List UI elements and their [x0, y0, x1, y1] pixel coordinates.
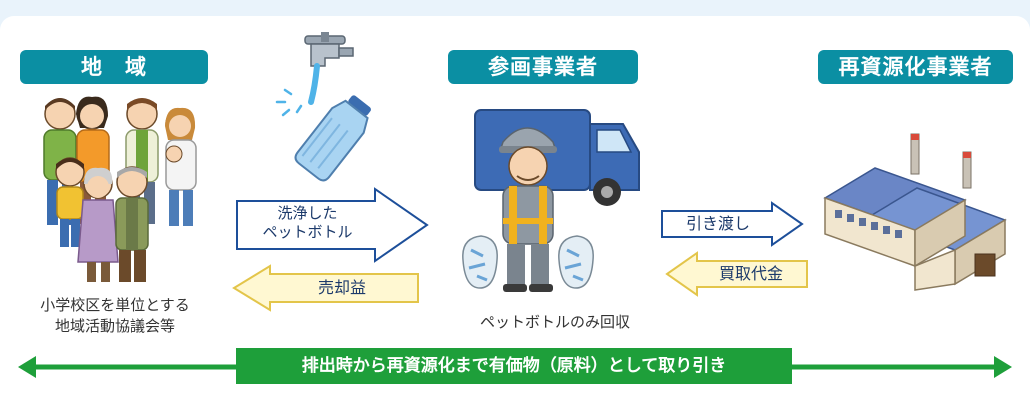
elderly-figure	[77, 167, 119, 282]
faucet-icon	[304, 32, 354, 67]
washed-bottles-text: 洗浄した ペットボトル	[240, 204, 375, 242]
adult-figure	[165, 107, 197, 226]
participant-caption: ペットボトルのみ回収	[479, 313, 630, 331]
truck-worker-illustration	[462, 109, 640, 292]
purchase-price-arrow	[665, 251, 808, 297]
sale-proceeds-arrow	[232, 264, 419, 312]
region-caption-line-2: 地域活動協議会等	[54, 317, 175, 335]
handover-arrow	[661, 201, 804, 247]
child-figure	[55, 157, 85, 247]
sale-proceeds-text: 売却益	[317, 278, 366, 297]
participant-label: 参画事業者	[448, 50, 638, 84]
recycler-label: 再資源化事業者	[818, 50, 1013, 84]
washed-bottles-arrow	[236, 187, 429, 263]
region-label: 地 域	[20, 50, 208, 84]
trash-bag-icon	[558, 235, 594, 289]
washed-bottles-line-1: 洗浄した	[277, 204, 338, 222]
handover-text: 引き渡し	[685, 214, 750, 233]
water-stream-icon	[275, 63, 320, 117]
families-illustration	[43, 96, 197, 282]
trade-span-label: 排出時から再資源化まで有価物（原料）として取り引き	[236, 348, 792, 384]
worker-figure	[499, 127, 557, 292]
purchase-price-text: 買取代金	[718, 264, 783, 283]
pet-bottle-icon	[294, 95, 371, 182]
faucet-bottle-illustration	[275, 32, 371, 182]
region-caption-line-1: 小学校区を単位とする	[40, 296, 190, 314]
washed-bottles-line-2: ペットボトル	[262, 223, 353, 241]
trash-bag-icon	[462, 235, 498, 289]
truck-icon	[474, 109, 640, 206]
factory-illustration	[823, 133, 1007, 291]
region-caption: 小学校区を単位とする 地域活動協議会等	[10, 295, 220, 337]
elderly-figure	[115, 166, 149, 282]
